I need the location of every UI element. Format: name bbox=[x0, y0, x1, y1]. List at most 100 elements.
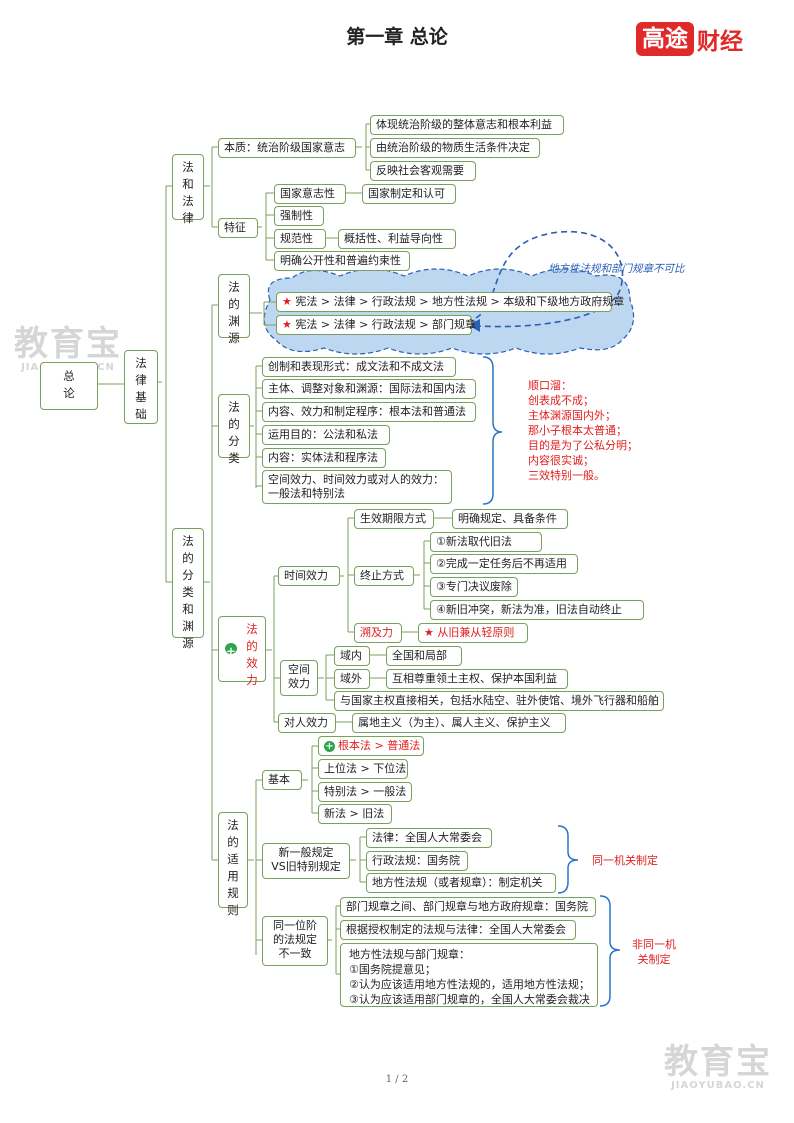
note-line: 顺口溜： bbox=[528, 379, 572, 392]
node-fenlei-item: 空间效力、时间效力或对人的效力： 一般法和特别法 bbox=[262, 470, 452, 504]
node-benzhi: 本质：统治阶级国家意志 bbox=[218, 138, 356, 158]
node-yuwai: 域外 bbox=[334, 669, 370, 689]
node-label: ①国务院提意见； bbox=[349, 963, 436, 976]
node-xinyiban-item: 地方性法规（或者规章）：制定机关 bbox=[366, 873, 556, 893]
plus-icon: + bbox=[225, 643, 237, 658]
node-guifan-sub: 概括性、利益导向性 bbox=[338, 229, 456, 249]
node-fenlei: 法的分类 bbox=[218, 394, 250, 465]
node-tongyiwei-item: 根据授权制定的法规与法律：全国人大常委会 bbox=[340, 920, 576, 940]
node-label: 根本法 > 普通法 bbox=[338, 739, 421, 752]
dashed-arrow bbox=[475, 230, 624, 328]
node-benzhi-item: 由统治阶级的物质生活条件决定 bbox=[370, 138, 540, 158]
mnemonic-note: 顺口溜： 创表成不成； 主体渊源国内外； 那小子根本太普通； 目的是为了公私分明… bbox=[528, 378, 638, 483]
page-title: 第一章 总论 bbox=[346, 26, 448, 48]
node-tezheng: 特征 bbox=[218, 218, 258, 238]
star-icon: ★ bbox=[424, 626, 434, 639]
node-tezheng-item: 规范性 bbox=[274, 229, 326, 249]
node-label: 法的分类和渊源 bbox=[182, 534, 194, 650]
node-falv-jichu: 法律基础 bbox=[124, 350, 158, 424]
node-zhongzhi-item: ①新法取代旧法 bbox=[430, 532, 542, 552]
node-tongyiwei: 同一位阶 的法规定 不一致 bbox=[262, 916, 328, 966]
gaotu-logo: 高途 财经 bbox=[636, 22, 743, 56]
node-yunei: 域内 bbox=[334, 646, 370, 666]
node-jiben-item: +根本法 > 普通法 bbox=[318, 736, 424, 756]
root-node: 总论 bbox=[40, 362, 98, 410]
node-label: 的法规定 bbox=[273, 933, 317, 946]
node-label: 从旧兼从轻原则 bbox=[437, 626, 515, 639]
node-suji: 溯及力 bbox=[354, 623, 402, 643]
star-icon: ★ bbox=[282, 295, 292, 308]
node-label: ③认为应该适用部门规章的，全国人大常委会裁决 bbox=[349, 993, 590, 1006]
node-label: 地方性法规与部门规章： bbox=[349, 948, 470, 961]
star-icon: ★ bbox=[282, 318, 292, 331]
watermark-bottom: 教育宝 JIAOYUBAO.CN bbox=[664, 1044, 772, 1091]
node-yuanyuan-item: ★ 宪法 > 法律 > 行政法规 > 部门规章 bbox=[276, 315, 476, 335]
arrow-head-icon bbox=[468, 319, 480, 332]
node-xinyiban: 新一般规定 VS旧特别规定 bbox=[262, 843, 350, 879]
node-tezheng-item: 明确公开性和普遍约束性 bbox=[274, 251, 410, 271]
node-suji-sub: ★ 从旧兼从轻原则 bbox=[418, 623, 528, 643]
node-zhongzhi: 终止方式 bbox=[354, 566, 414, 586]
node-fenlei-item: 创制和表现形式：成文法和不成文法 bbox=[262, 357, 456, 377]
node-label: VS旧特别规定 bbox=[271, 860, 341, 873]
node-difang-box: 地方性法规与部门规章： ①国务院提意见； ②认为应该适用地方性法规的，适用地方性… bbox=[340, 943, 598, 1007]
node-yuwai-sub: 互相尊重领土主权、保护本国利益 bbox=[386, 669, 568, 689]
node-label: 法的渊源 bbox=[228, 280, 240, 345]
node-tongyiwei-item: 部门规章之间、部门规章与地方政府规章：国务院 bbox=[340, 897, 596, 917]
note-line: 创表成不成； bbox=[528, 394, 594, 407]
node-jiben: 基本 bbox=[262, 770, 302, 790]
node-zhongzhi-item: ④新旧冲突，新法为准，旧法自动终止 bbox=[430, 600, 644, 620]
feitongyi-note: 非同一机 关制定 bbox=[632, 937, 676, 967]
node-label: 宪法 > 法律 > 行政法规 > 部门规章 bbox=[295, 318, 477, 331]
node-tezheng-item: 国家意志性 bbox=[274, 184, 346, 204]
node-zhongzhi-item: ③专门决议废除 bbox=[430, 577, 518, 597]
note-line: 非同一机 bbox=[632, 938, 676, 951]
node-tezheng-item: 强制性 bbox=[274, 206, 324, 226]
node-kongjian: 空间效力 bbox=[280, 660, 318, 696]
node-fenlei-item: 内容：实体法和程序法 bbox=[262, 448, 386, 468]
node-yuanyuan-item: ★ 宪法 > 法律 > 行政法规 > 地方性法规 > 本级和下级地方政府规章 bbox=[276, 292, 624, 312]
cloud-note: 地方性法规和部门规章不可比 bbox=[548, 263, 685, 275]
node-xiaoli: + 法的效力 bbox=[218, 616, 266, 687]
node-yuanyuan: 法的渊源 bbox=[218, 274, 250, 345]
node-guojia-sub: 国家制定和认可 bbox=[362, 184, 456, 204]
node-shengxiao: 生效期限方式 bbox=[354, 509, 434, 529]
node-kongjian-extra: 与国家主权直接相关，包括水陆空、驻外使馆、境外飞行器和船舶 bbox=[334, 691, 664, 711]
note-line: 内容很实诚； bbox=[528, 454, 594, 467]
node-xinyiban-item: 法律：全国人大常委会 bbox=[366, 828, 492, 848]
tongyi-note: 同一机关制定 bbox=[592, 854, 658, 867]
node-shengxiao-sub: 明确规定、具备条件 bbox=[452, 509, 568, 529]
node-duiren-sub: 属地主义（为主）、属人主义、保护主义 bbox=[352, 713, 566, 733]
node-label: 一般法和特别法 bbox=[268, 487, 345, 500]
node-fenlei-item: 内容、效力和制定程序：根本法和普通法 bbox=[262, 402, 476, 422]
node-fenlei-item: 运用目的：公法和私法 bbox=[262, 425, 390, 445]
note-line: 主体渊源国内外； bbox=[528, 409, 616, 422]
node-benzhi-item: 体现统治阶级的整体意志和根本利益 bbox=[370, 115, 564, 135]
node-fenlei-yuanyuan: 法的分类和渊源 bbox=[172, 528, 204, 650]
node-label: 法的效力 bbox=[246, 622, 258, 687]
node-label: 新一般规定 bbox=[278, 846, 334, 859]
node-label: 法的适用规则 bbox=[227, 818, 239, 917]
node-label: 同一位阶 bbox=[273, 919, 317, 932]
node-label: 空间效力、时间效力或对人的效力： bbox=[268, 473, 444, 486]
note-line: 三效特别一般。 bbox=[528, 469, 605, 482]
node-shijian: 时间效力 bbox=[278, 566, 340, 586]
node-fa-he-falv: 法和法律 bbox=[172, 154, 204, 225]
page-number: 1 / 2 bbox=[385, 1074, 409, 1085]
logo-part1: 高途 bbox=[636, 22, 694, 56]
node-xinyiban-item: 行政法规：国务院 bbox=[366, 851, 468, 871]
node-jiben-item: 上位法 > 下位法 bbox=[318, 759, 408, 779]
node-yunei-sub: 全国和局部 bbox=[386, 646, 462, 666]
node-jiben-item: 新法 > 旧法 bbox=[318, 804, 392, 824]
note-line: 目的是为了公私分明； bbox=[528, 439, 638, 452]
watermark-url: JIAOYUBAO.CN bbox=[671, 1080, 765, 1091]
node-shiyong: 法的适用规则 bbox=[218, 812, 248, 917]
node-label: 宪法 > 法律 > 行政法规 > 地方性法规 > 本级和下级地方政府规章 bbox=[295, 295, 625, 308]
node-label: 法律基础 bbox=[135, 356, 147, 421]
watermark-text: 教育宝 bbox=[14, 324, 122, 364]
node-zhongzhi-item: ②完成一定任务后不再适用 bbox=[430, 554, 578, 574]
watermark-text: 教育宝 bbox=[664, 1042, 772, 1082]
plus-icon: + bbox=[324, 740, 335, 752]
node-jiben-item: 特别法 > 一般法 bbox=[318, 782, 412, 802]
node-benzhi-item: 反映社会客观需要 bbox=[370, 161, 476, 181]
